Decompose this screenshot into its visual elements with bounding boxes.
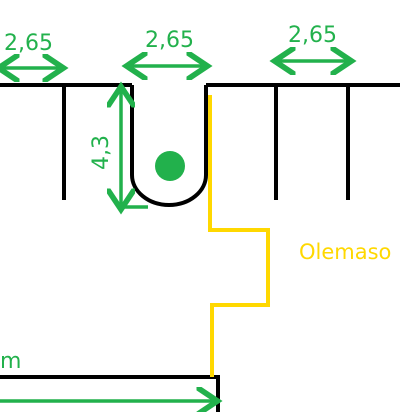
dim-label-left: 2,65 <box>4 31 53 56</box>
dim-label-vertical: 4,3 <box>89 135 114 170</box>
green-dot-marker <box>155 151 185 181</box>
bottom-block-outline <box>0 375 220 412</box>
bottom-left-label: m <box>0 349 21 374</box>
dimension-arrows <box>0 61 348 401</box>
u-turn-bay <box>130 85 208 207</box>
yellow-boundary-line <box>208 95 270 377</box>
dim-label-right: 2,65 <box>288 23 337 48</box>
dim-label-center: 2,65 <box>145 28 194 53</box>
yellow-area-label: Olemaso <box>299 240 391 264</box>
